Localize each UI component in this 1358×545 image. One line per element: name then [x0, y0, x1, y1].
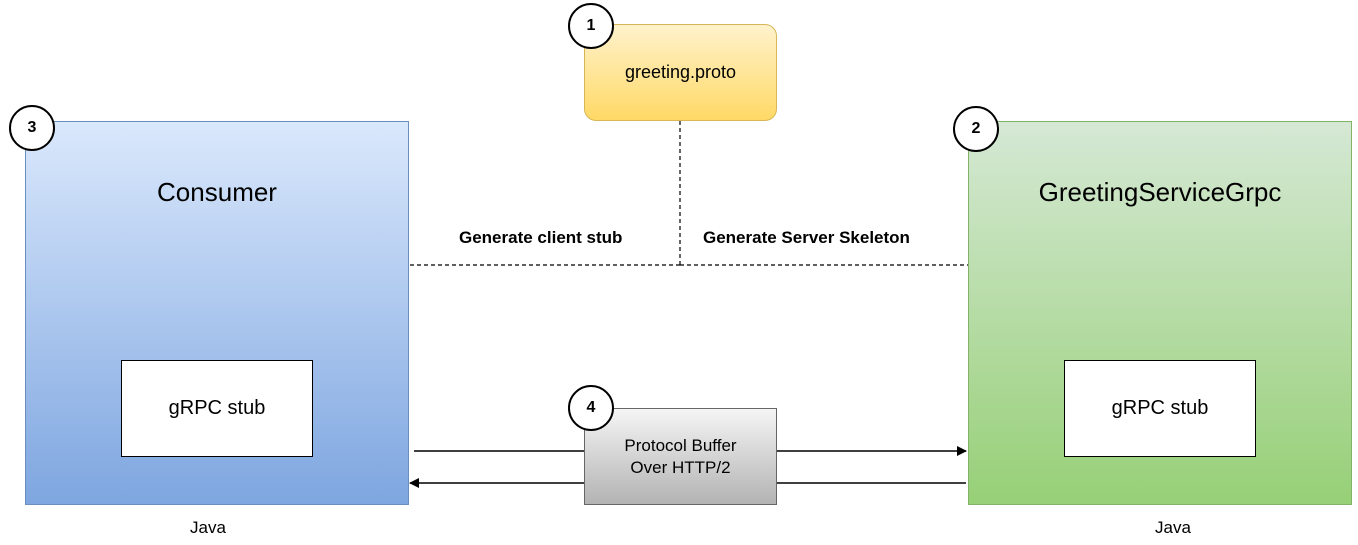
generate-client-label: Generate client stub: [459, 228, 623, 247]
step-badge-2: 2: [953, 106, 999, 152]
step-badge-4: 4: [568, 385, 614, 431]
consumer-grpc-stub: gRPC stub: [121, 360, 313, 457]
consumer-box: Consumer gRPC stub: [25, 121, 409, 505]
proto-file-label: greeting.proto: [624, 62, 737, 82]
generate-server-label: Generate Server Skeleton: [703, 228, 910, 247]
transport-box: Protocol Buffer Over HTTP/2: [584, 408, 777, 505]
transport-line-2: Over HTTP/2: [630, 457, 731, 477]
service-grpc-stub: gRPC stub: [1064, 360, 1256, 457]
step-badge-1: 1: [568, 3, 614, 49]
consumer-title: Consumer: [157, 177, 277, 207]
service-title: GreetingServiceGrpc: [1038, 177, 1282, 207]
transport-line-1: Protocol Buffer: [624, 435, 737, 455]
step-badge-3: 3: [9, 105, 55, 151]
service-box: GreetingServiceGrpc gRPC stub: [968, 121, 1352, 505]
service-language-label: Java: [1155, 518, 1191, 537]
proto-file-box: greeting.proto: [584, 24, 777, 121]
consumer-language-label: Java: [190, 518, 226, 537]
